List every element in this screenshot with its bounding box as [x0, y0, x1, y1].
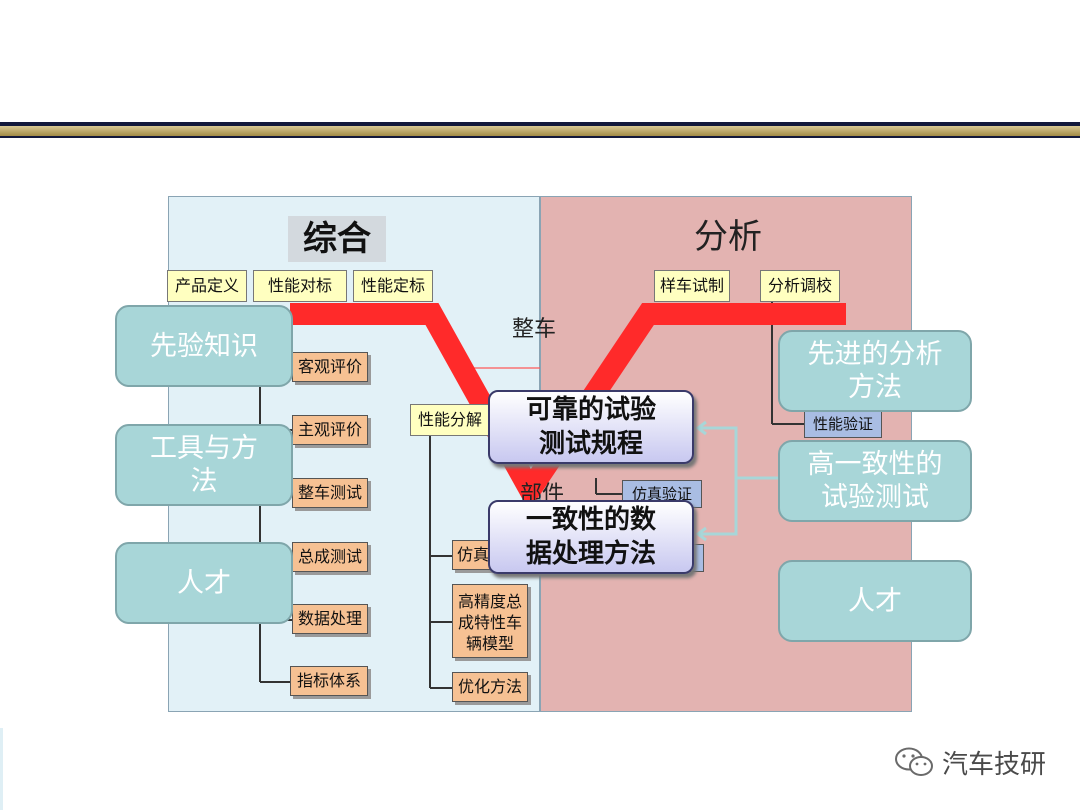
advanced-line-2: 方法 — [848, 372, 902, 403]
header-rule-dark — [0, 122, 1080, 126]
consistency-line-1: 一致性的数 — [525, 505, 656, 535]
bubble-tools-methods: 工具与方 法 — [115, 424, 293, 506]
tools-line-1: 工具与方 — [150, 433, 258, 464]
bubble-prior-knowledge: 先验知识 — [115, 305, 293, 387]
sub-tree-connectors — [429, 434, 452, 689]
header-rule-gold — [0, 126, 1080, 136]
callout-reliable-test-procedure: 可靠的试验 测试规程 — [488, 390, 694, 464]
box-index-system: 指标体系 — [290, 666, 368, 696]
tag-performance-decomposition: 性能分解 — [410, 404, 490, 436]
box-data-processing: 数据处理 — [292, 604, 368, 634]
box-performance-verification: 性能验证 — [804, 410, 882, 438]
synthesis-title: 综合 — [288, 216, 386, 262]
bubble-consistent-testing: 高一致性的 试验测试 — [778, 440, 972, 522]
wechat-icon — [894, 747, 933, 776]
header-rule-dark-bottom — [0, 136, 1080, 138]
consistency-line-2: 据处理方法 — [525, 539, 656, 569]
tag-prototype-build: 样车试制 — [654, 270, 730, 302]
consistent-line-1: 高一致性的 — [807, 449, 943, 480]
box-subjective-evaluation: 主观评价 — [292, 415, 368, 445]
box-objective-evaluation: 客观评价 — [292, 352, 368, 382]
watermark-logo: 汽车技研 — [894, 742, 1046, 782]
bottom-left-strip — [0, 728, 3, 810]
tools-line-2: 法 — [190, 466, 218, 497]
bubble-advanced-analysis: 先进的分析 方法 — [778, 330, 972, 412]
reliable-line-2: 测试规程 — [538, 429, 643, 459]
model-line-2: 成特性车 — [457, 613, 522, 632]
vehicle-level-label: 整车 — [512, 317, 557, 342]
tag-product-definition: 产品定义 — [167, 270, 247, 302]
box-optimization-method: 优化方法 — [452, 672, 528, 702]
model-line-3: 辆模型 — [465, 634, 514, 653]
reliable-line-1: 可靠的试验 — [525, 395, 656, 425]
tag-performance-benchmark: 性能对标 — [253, 270, 347, 302]
advanced-line-1: 先进的分析 — [807, 339, 943, 370]
box-high-precision-model: 高精度总 成特性车 辆模型 — [452, 584, 528, 658]
bubble-talent-left: 人才 — [115, 542, 293, 624]
model-line-1: 高精度总 — [457, 592, 522, 611]
tag-performance-target: 性能定标 — [353, 270, 433, 302]
box-vehicle-testing: 整车测试 — [292, 478, 368, 508]
bubble-talent-right: 人才 — [778, 560, 972, 642]
watermark-text: 汽车技研 — [941, 749, 1046, 780]
analysis-title: 分析 — [694, 217, 762, 257]
box-assembly-testing: 总成测试 — [292, 542, 368, 572]
tag-analysis-tuning: 分析调校 — [760, 270, 840, 302]
v-process-curve — [290, 303, 846, 512]
consistent-line-2: 试验测试 — [821, 482, 929, 513]
box-simulation-verification: 仿真验证 — [622, 480, 702, 508]
callout-consistent-data-processing: 一致性的数 据处理方法 — [488, 500, 694, 574]
bubble-arrows — [695, 420, 778, 542]
